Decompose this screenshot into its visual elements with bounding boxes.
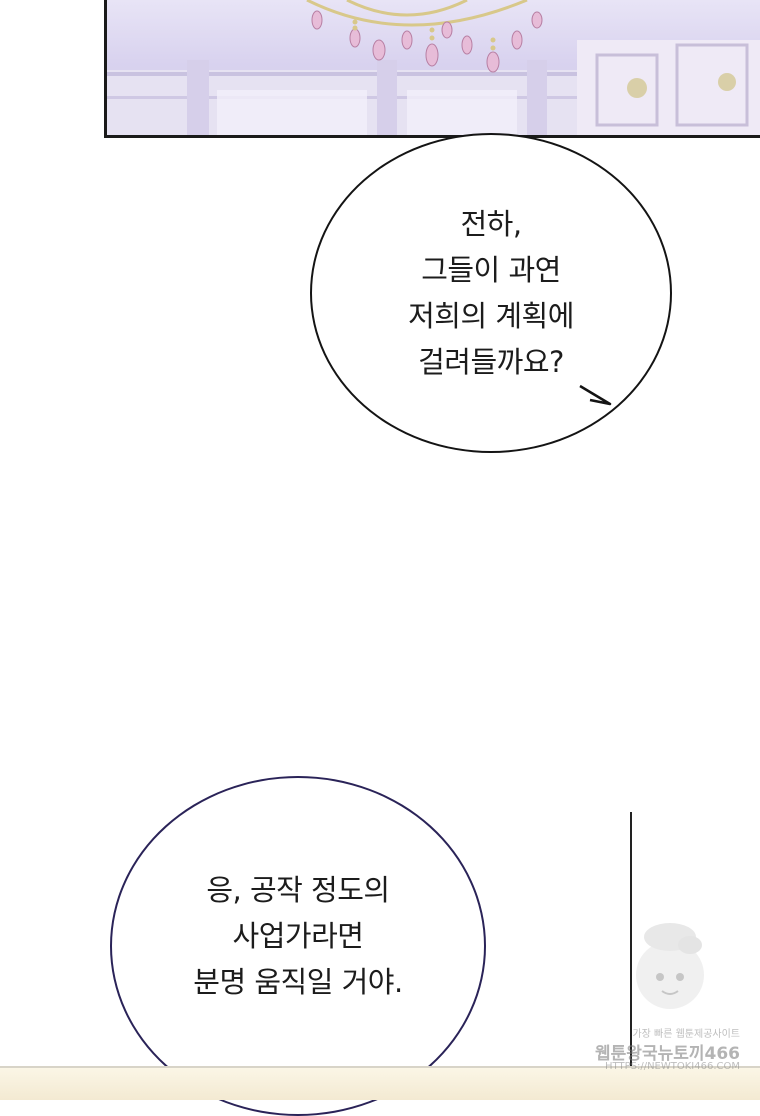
mascot-watermark-icon	[636, 923, 704, 1009]
speech-bubble-2: 응, 공작 정도의 사업가라면 분명 움직일 거야.	[110, 776, 486, 1116]
watermark-line-2: 웹툰왕국뉴토끼466	[595, 1044, 740, 1064]
bubble-2-line: 사업가라면	[232, 919, 364, 953]
top-panel-illustration	[104, 0, 760, 138]
watermark-line-3: HTTPS://NEWTOKI466.COM	[605, 1061, 740, 1072]
site-watermark: 가장 빠른 웹툰제공사이트 웹툰왕국뉴토끼466 HTTPS://NEWTOKI…	[590, 915, 740, 1085]
watermark-line-1: 가장 빠른 웹툰제공사이트	[632, 1029, 740, 1040]
bubble-1-line: 그들이 과연	[421, 253, 561, 287]
bubble-1-line: 저희의 계획에	[408, 299, 574, 333]
bubble-1-line: 걸려들까요?	[418, 345, 564, 379]
bubble-1-line: 전하,	[460, 207, 522, 241]
chandelier-scene	[107, 0, 760, 135]
speech-bubble-2-text: 응, 공작 정도의 사업가라면 분명 움직일 거야.	[193, 867, 403, 1005]
bubble-2-line: 응, 공작 정도의	[206, 873, 390, 907]
bottom-panel-illustration	[0, 1066, 760, 1100]
speech-bubble-1: 전하, 그들이 과연 저희의 계획에 걸려들까요?	[310, 133, 672, 453]
speech-bubble-1-text: 전하, 그들이 과연 저희의 계획에 걸려들까요?	[408, 201, 574, 385]
speech-bubble-1-tail	[578, 384, 612, 406]
bubble-2-line: 분명 움직일 거야.	[193, 965, 403, 999]
panel-frame-border	[630, 812, 632, 1072]
